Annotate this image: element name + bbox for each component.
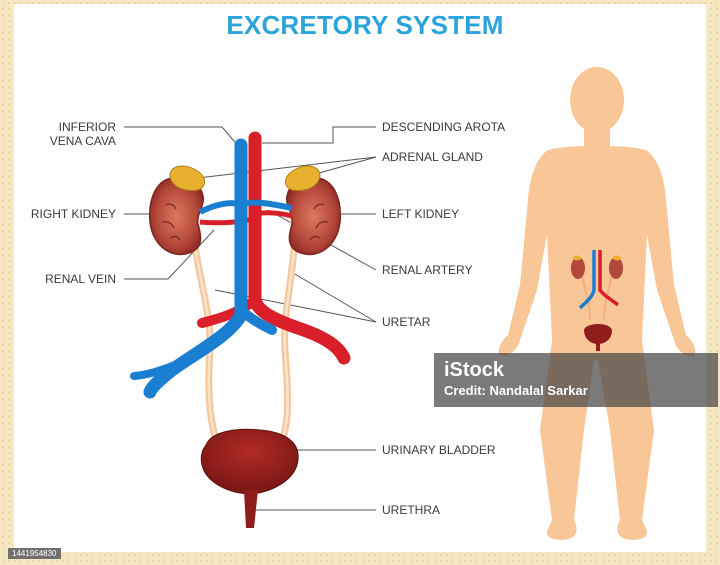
urinary-bladder bbox=[201, 429, 298, 494]
label-inferior-vena-cava-line1: INFERIOR bbox=[30, 120, 116, 134]
label-inferior-vena-cava-line2: VENA CAVA bbox=[30, 134, 116, 148]
label-uretar: URETAR bbox=[382, 315, 430, 329]
label-inferior-vena-cava: INFERIOR VENA CAVA bbox=[30, 120, 116, 148]
label-urethra: URETHRA bbox=[382, 503, 440, 517]
istock-watermark: iStock Credit: Nandalal Sarkar bbox=[434, 353, 718, 407]
urethra bbox=[244, 490, 258, 528]
label-descending-aorta: DESCENDING AROTA bbox=[382, 120, 505, 134]
label-urinary-bladder: URINARY BLADDER bbox=[382, 443, 496, 457]
label-renal-artery: RENAL ARTERY bbox=[382, 263, 472, 277]
human-body-silhouette bbox=[499, 67, 696, 540]
watermark-brand: iStock bbox=[444, 359, 504, 382]
label-renal-vein: RENAL VEIN bbox=[30, 272, 116, 286]
label-adrenal-gland: ADRENAL GLAND bbox=[382, 150, 483, 164]
label-right-kidney: RIGHT KIDNEY bbox=[20, 207, 116, 221]
label-left-kidney: LEFT KIDNEY bbox=[382, 207, 459, 221]
stock-id-badge: 1441954830 bbox=[8, 548, 61, 559]
watermark-credit: Credit: Nandalal Sarkar bbox=[444, 383, 588, 398]
